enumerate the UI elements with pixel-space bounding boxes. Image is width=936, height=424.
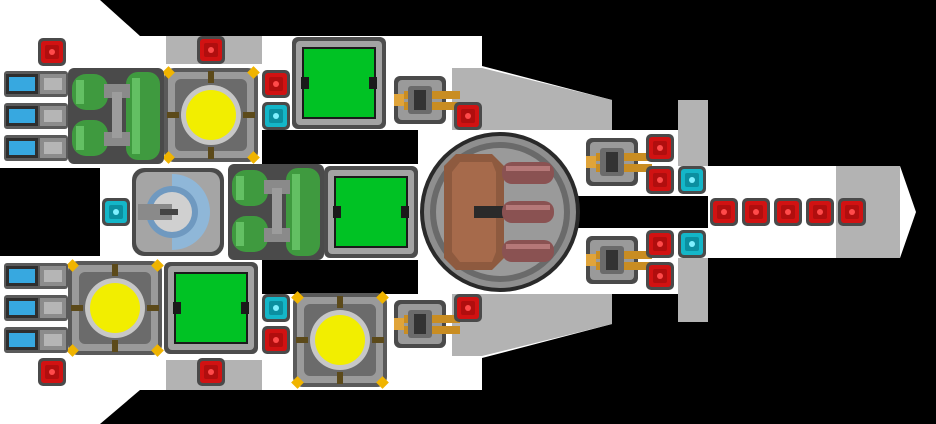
hull-gap [578,196,708,228]
cyan-module-icon[interactable] [678,166,706,194]
power-node-icon[interactable] [66,259,164,357]
thruster-bank-bottom [4,263,68,353]
red-module-icon[interactable] [742,198,770,226]
hull-trim [678,100,708,166]
storage-panel-icon[interactable] [323,165,419,259]
thruster-icon[interactable] [4,103,68,129]
power-node-icon[interactable] [162,66,260,164]
red-module-icon[interactable] [774,198,802,226]
red-module-icon[interactable] [38,358,66,386]
red-module-icon[interactable] [646,166,674,194]
cyan-module-icon[interactable] [102,198,130,226]
red-module-icon[interactable] [454,102,482,130]
cyan-module-icon[interactable] [262,294,290,322]
red-module-icon[interactable] [197,358,225,386]
storage-panel-icon[interactable] [163,261,259,355]
thruster-icon[interactable] [4,327,68,353]
hull-trim [452,68,612,130]
thruster-icon[interactable] [4,71,68,97]
red-module-icon[interactable] [262,70,290,98]
red-module-icon[interactable] [454,294,482,322]
red-module-icon[interactable] [38,38,66,66]
thruster-icon[interactable] [4,263,68,289]
red-module-icon[interactable] [646,230,674,258]
red-module-icon[interactable] [646,134,674,162]
red-module-icon[interactable] [710,198,738,226]
habitat-icon[interactable] [132,168,224,256]
hull-trim [452,294,612,356]
thruster-icon[interactable] [4,295,68,321]
power-node-icon[interactable] [291,291,389,389]
red-module-icon[interactable] [197,36,225,64]
pipe-block [228,164,324,260]
hull-trim [678,258,708,322]
cyan-module-icon[interactable] [678,230,706,258]
red-module-icon[interactable] [646,262,674,290]
storage-panel-icon[interactable] [291,36,387,130]
reactor-icon[interactable] [420,132,580,292]
red-module-icon[interactable] [838,198,866,226]
hull-gap [0,168,100,256]
red-module-icon[interactable] [806,198,834,226]
red-module-icon[interactable] [262,326,290,354]
hull-gap [262,260,418,294]
pipe-block [68,68,164,164]
cyan-module-icon[interactable] [262,102,290,130]
hull-gap [262,130,418,164]
thruster-icon[interactable] [4,135,68,161]
thruster-bank-top [4,71,68,161]
